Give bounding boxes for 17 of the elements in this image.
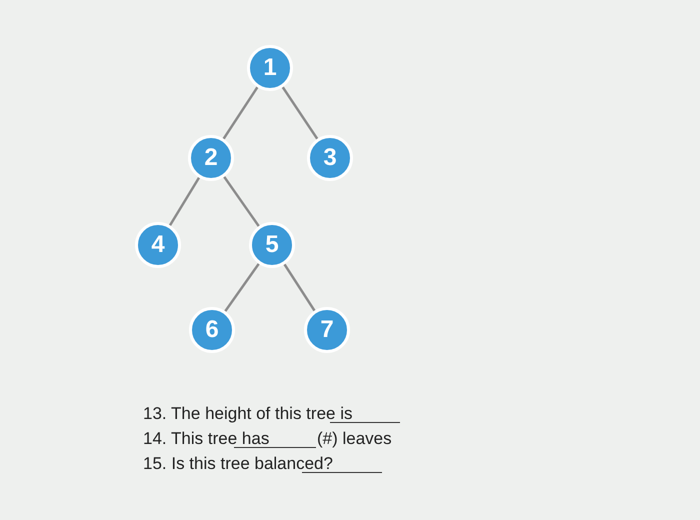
question-text: (#) leaves — [317, 429, 392, 449]
question-text: 15. Is this tree balanced? — [143, 454, 333, 474]
tree-node-circle: 5 — [249, 222, 295, 268]
question-text: 13. The height of this tree is — [143, 404, 352, 424]
tree-edge — [283, 264, 316, 312]
tree-edge — [168, 177, 200, 226]
tree-node-circle: 6 — [189, 307, 235, 353]
tree-node-circle: 4 — [135, 222, 181, 268]
tree-node-circle: 7 — [304, 307, 350, 353]
tree-node-circle: 2 — [188, 135, 234, 181]
tree-node-circle: 3 — [307, 135, 353, 181]
tree-edge — [224, 263, 260, 312]
tree-edge — [222, 86, 258, 140]
tree-node-circle: 1 — [247, 45, 293, 91]
question-text: 14. This tree has — [143, 429, 270, 449]
tree-edge — [223, 176, 260, 227]
tree-edge — [282, 86, 318, 140]
